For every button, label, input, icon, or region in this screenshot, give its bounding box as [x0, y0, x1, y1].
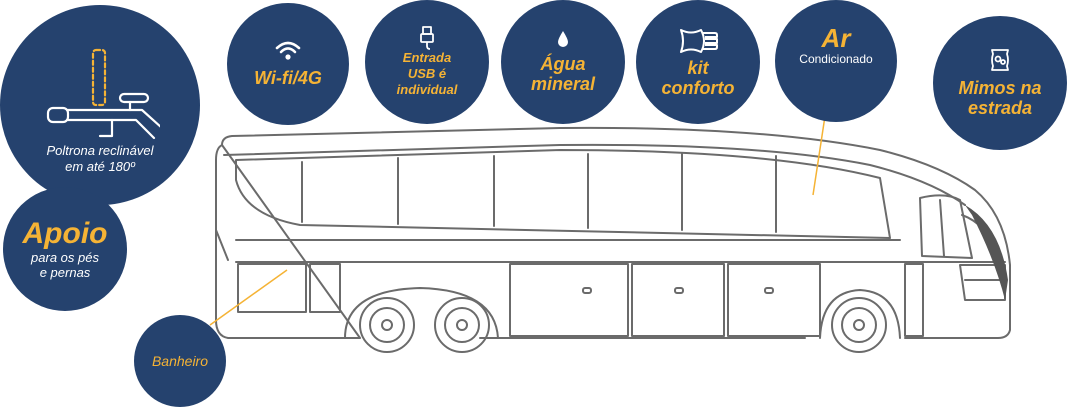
- foot-rest-line1: para os pés: [31, 250, 99, 265]
- usb-plug-icon: [420, 26, 434, 50]
- foot-rest-title: Apoio: [22, 217, 108, 250]
- feature-usb: Entrada USB é individual: [365, 0, 489, 124]
- usb-line1: Entrada: [402, 50, 452, 65]
- water-line1: Água: [540, 54, 586, 74]
- seat-label-line1: Poltrona reclinável: [46, 142, 154, 158]
- water-line2: mineral: [530, 74, 596, 94]
- usb-line2: USB é: [407, 66, 447, 81]
- feature-comfort-kit: kit conforto: [636, 0, 760, 124]
- kit-line1: kit: [687, 58, 709, 78]
- feature-reclining-seat: Poltrona reclinável em até 180º: [0, 5, 200, 205]
- wifi-icon: [275, 41, 301, 60]
- treats-line2: estrada: [967, 98, 1033, 118]
- feature-road-treats: Mimos na estrada: [933, 16, 1067, 150]
- seat-label-line2: em até 180º: [65, 158, 135, 174]
- feature-bathroom: Banheiro: [134, 315, 226, 407]
- treats-line1: Mimos na: [958, 78, 1042, 98]
- foot-rest-line2: e pernas: [39, 265, 91, 280]
- kit-line2: conforto: [661, 78, 735, 98]
- air-subtitle: Condicionado: [799, 52, 873, 66]
- wifi-label: Wi-fi/4G: [254, 68, 322, 88]
- feature-air-conditioning: Ar Condicionado: [775, 0, 897, 122]
- pillow-icon: [680, 29, 718, 53]
- bathroom-label: Banheiro: [151, 353, 209, 369]
- feature-water: Água mineral: [501, 0, 625, 124]
- usb-line3: individual: [396, 82, 458, 97]
- snack-bag-icon: [991, 49, 1009, 71]
- reclining-seat-icon: [46, 48, 160, 139]
- feature-foot-rest: Apoio para os pés e pernas: [3, 187, 127, 311]
- water-drop-icon: [558, 31, 568, 47]
- feature-wifi: Wi-fi/4G: [227, 3, 349, 125]
- air-title: Ar: [821, 23, 851, 53]
